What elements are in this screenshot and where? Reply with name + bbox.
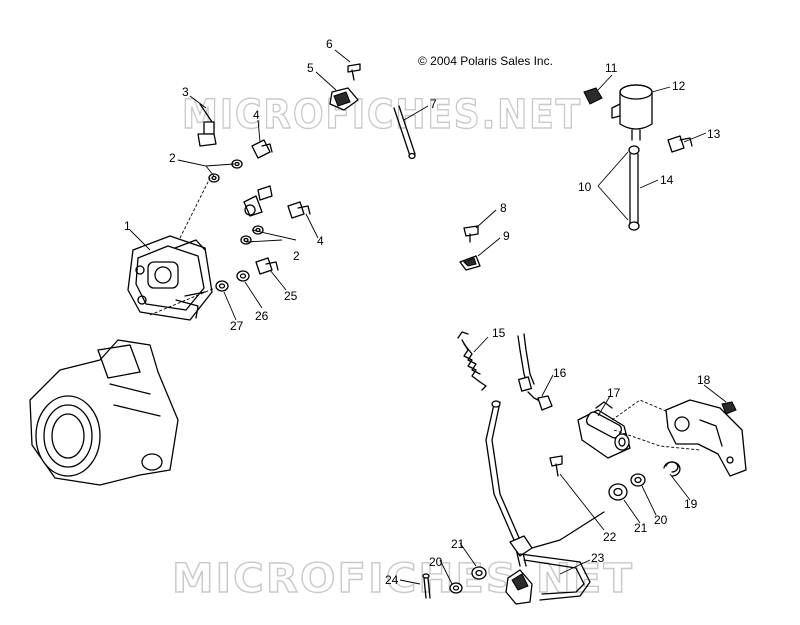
callout-17: 17 — [607, 386, 621, 400]
callout-4-lower: 4 — [317, 234, 324, 248]
callout-14: 14 — [660, 173, 674, 187]
bleeder-screw — [197, 103, 217, 147]
axle-housing — [29, 339, 179, 486]
brake-line-short — [393, 105, 416, 160]
banjo-fitting — [243, 185, 273, 217]
washers-upper — [208, 159, 243, 183]
hose-clamp — [329, 87, 359, 111]
bracket-nut — [721, 401, 737, 415]
reservoir-bolt — [667, 135, 693, 153]
master-cylinder — [577, 401, 631, 459]
alignment-line-pedal — [611, 399, 701, 451]
callout-10: 10 — [578, 180, 592, 194]
callout-4-upper: 4 — [253, 108, 260, 122]
callout-21-right: 21 — [634, 521, 648, 535]
banjo-bolt-lower — [287, 201, 311, 219]
callout-25: 25 — [284, 289, 298, 303]
callout-labels: 1 2 2 3 4 4 5 6 7 8 9 10 11 12 13 14 15 … — [124, 37, 721, 587]
callout-27: 27 — [230, 319, 244, 333]
callout-26: 26 — [255, 309, 269, 323]
callout-11: 11 — [605, 61, 618, 75]
caliper-assembly — [127, 235, 213, 321]
banjo-bolt-upper — [251, 139, 273, 159]
reservoir-hose — [628, 145, 640, 231]
watermark-top: MICROFICHES.NET — [182, 92, 582, 138]
reservoir-cap — [583, 87, 603, 105]
alignment-line-caliper — [149, 177, 216, 316]
callout-19: 19 — [684, 497, 698, 511]
callout-6: 6 — [326, 37, 333, 51]
callout-12: 12 — [672, 79, 686, 93]
copyright-text: © 2004 Polaris Sales Inc. — [418, 54, 553, 68]
callout-8: 8 — [500, 201, 507, 215]
callout-13: 13 — [707, 127, 721, 141]
callout-23: 23 — [591, 551, 605, 565]
fluid-reservoir — [611, 84, 653, 141]
clip-screw — [347, 63, 361, 81]
screw-small — [463, 225, 479, 243]
callout-20-right: 20 — [654, 513, 668, 527]
callout-2-upper: 2 — [169, 151, 176, 165]
mounting-bolt — [255, 257, 279, 275]
pedal-washers — [449, 566, 487, 594]
p-clip — [459, 255, 481, 271]
brake-line-long — [517, 333, 553, 411]
callout-18: 18 — [697, 373, 711, 387]
pivot-bolt — [549, 455, 563, 477]
callout-9: 9 — [503, 229, 510, 243]
callout-22: 22 — [603, 530, 617, 544]
caliper-washers — [215, 270, 250, 292]
callout-21-left: 21 — [451, 537, 465, 551]
callout-7: 7 — [430, 97, 437, 111]
leader-lines — [129, 49, 727, 585]
pedal-bushing-right — [630, 473, 646, 487]
pedal-bushing-left — [608, 483, 628, 501]
master-cylinder-bracket — [665, 399, 747, 477]
callout-3: 3 — [182, 85, 189, 99]
callout-1: 1 — [124, 219, 131, 233]
callout-2-lower: 2 — [293, 249, 300, 263]
watermark-bottom: MICROFICHES.NET — [172, 556, 634, 602]
callout-5: 5 — [307, 61, 314, 75]
callout-16: 16 — [553, 366, 567, 380]
brake-pedal — [485, 400, 605, 605]
callout-15: 15 — [492, 326, 506, 340]
callout-20-left: 20 — [429, 555, 443, 569]
callout-24: 24 — [385, 573, 399, 587]
cotter-pin — [422, 573, 431, 599]
return-spring — [457, 331, 487, 391]
snap-ring — [663, 461, 681, 477]
